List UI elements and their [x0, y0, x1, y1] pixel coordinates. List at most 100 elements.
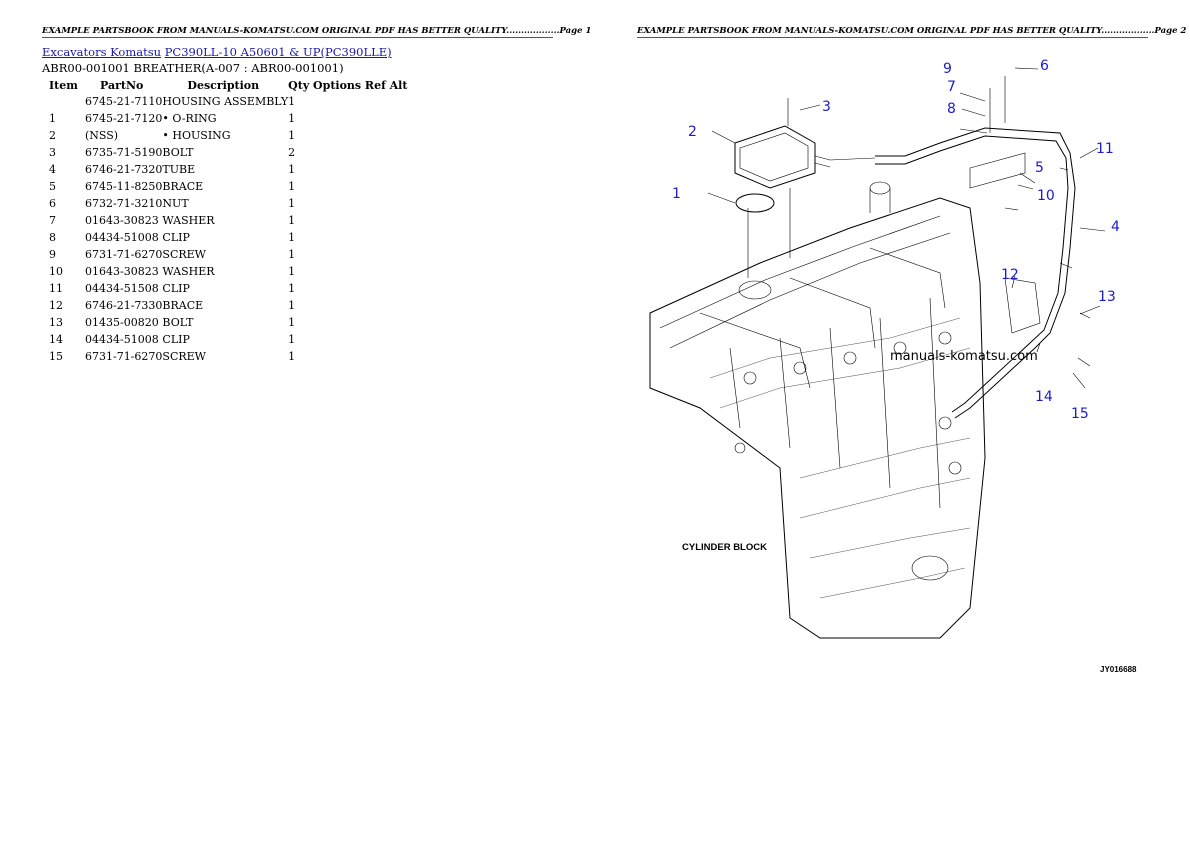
cell-partno: 01643-30823 — [85, 265, 159, 278]
callout-14: 14 — [1035, 389, 1053, 405]
cell-qty: 1 — [288, 112, 296, 125]
cell-item: 3 — [49, 146, 56, 159]
cell-item: 8 — [49, 231, 56, 244]
col-header-qty: Qty Options Ref Alt — [288, 78, 408, 92]
cell-description: CLIP — [162, 282, 190, 295]
cell-qty: 2 — [288, 146, 296, 159]
callout-4: 4 — [1111, 219, 1120, 235]
cell-item: 13 — [49, 316, 63, 329]
cell-description: CLIP — [162, 231, 190, 244]
cell-qty: 1 — [288, 282, 296, 295]
cell-partno: 6746-21-7320 — [85, 163, 163, 176]
cell-description: SCREW — [162, 248, 206, 261]
cell-item: 15 — [49, 350, 63, 363]
breadcrumb: Excavators Komatsu PC390LL-10 A50601 & U… — [42, 45, 392, 59]
watermark: manuals-komatsu.com — [890, 349, 1038, 364]
cell-item: 2 — [49, 129, 56, 142]
breather-exploded-diagram: 1 2 3 4 5 6 7 8 9 10 11 12 13 14 15 manu… — [649, 58, 1137, 674]
cell-partno: 6731-71-6270 — [85, 248, 163, 261]
callout-7: 7 — [947, 79, 956, 95]
cell-qty: 1 — [288, 231, 296, 244]
parts-table: Item PartNo Description Qty Options Ref … — [42, 77, 407, 365]
cell-description: CLIP — [162, 333, 190, 346]
cell-item — [42, 93, 85, 110]
callout-15: 15 — [1071, 406, 1089, 422]
cell-partno: 04434-51008 — [85, 333, 159, 346]
cell-partno: 6746-21-7330 — [85, 299, 163, 312]
callout-13: 13 — [1098, 289, 1116, 305]
cell-description: • HOUSING — [162, 129, 231, 142]
breather-tube-drawing — [875, 76, 1091, 419]
page2-header: EXAMPLE PARTSBOOK FROM MANUALS-KOMATSU.C… — [637, 26, 1187, 38]
cylinder-block-label: CYLINDER BLOCK — [682, 542, 767, 553]
callout-1: 1 — [672, 186, 681, 202]
cell-partno: 6745-21-7110 — [85, 95, 163, 108]
cell-partno: 04434-51008 — [85, 231, 159, 244]
cell-qty: 1 — [288, 214, 296, 227]
breadcrumb-link-excavators[interactable]: Excavators Komatsu — [42, 45, 162, 59]
cell-partno: 01643-30823 — [85, 214, 159, 227]
engine-block-drawing — [649, 181, 986, 639]
cell-qty: 1 — [288, 197, 296, 210]
cell-item: 9 — [49, 248, 56, 261]
callout-3: 3 — [822, 99, 831, 115]
cell-item: 4 — [49, 163, 56, 176]
cell-qty: 1 — [288, 316, 296, 329]
breather-housing-drawing — [734, 98, 876, 278]
cell-item: 5 — [49, 180, 56, 193]
cell-qty: 1 — [288, 333, 296, 346]
cell-partno: 6745-11-8250 — [85, 180, 163, 193]
cell-qty: 1 — [288, 163, 296, 176]
cell-item: 12 — [49, 299, 63, 312]
table-row: 2 (NSS) • HOUSING 1 — [42, 127, 407, 144]
cell-partno: 6735-71-5190 — [85, 146, 163, 159]
cell-description: BRACE — [162, 180, 204, 193]
cell-item: 10 — [49, 265, 63, 278]
cell-description: TUBE — [162, 163, 196, 176]
cell-partno: 6731-71-6270 — [85, 350, 163, 363]
callout-2: 2 — [688, 124, 697, 140]
cell-description: BRACE — [162, 299, 204, 312]
cell-description: BOLT — [162, 316, 194, 329]
cell-description: HOUSING ASSEMBLY — [162, 95, 289, 108]
figure-code: JY016688 — [1100, 665, 1137, 674]
cell-item: 7 — [49, 214, 56, 227]
col-header-partno: PartNo — [100, 78, 144, 92]
callout-6: 6 — [1040, 58, 1049, 74]
cell-qty: 1 — [288, 350, 296, 363]
cell-qty: 1 — [288, 95, 296, 108]
callout-11: 11 — [1096, 141, 1114, 157]
cell-qty: 1 — [288, 129, 296, 142]
table-header-row: Item PartNo Description Qty Options Ref … — [42, 77, 407, 93]
page1-header: EXAMPLE PARTSBOOK FROM MANUALS-KOMATSU.C… — [42, 26, 592, 38]
cell-qty: 1 — [288, 299, 296, 312]
cell-description: SCREW — [162, 350, 206, 363]
cell-partno: 6745-21-7120 — [85, 112, 163, 125]
callout-12: 12 — [1001, 267, 1019, 283]
cell-qty: 1 — [288, 180, 296, 193]
cell-partno: 01435-00820 — [85, 316, 159, 329]
callout-9: 9 — [943, 61, 952, 77]
cell-description: WASHER — [162, 265, 215, 278]
cell-item: 6 — [49, 197, 56, 210]
cell-partno: (NSS) — [85, 129, 119, 142]
breadcrumb-link-model[interactable]: PC390LL-10 A50601 & UP(PC390LLE) — [164, 45, 392, 59]
section-title: ABR00-001001 BREATHER(A-007 : ABR00-0010… — [42, 61, 344, 75]
cell-partno: 6732-71-3210 — [85, 197, 163, 210]
callout-8: 8 — [947, 101, 956, 117]
cell-description: WASHER — [162, 214, 215, 227]
leader-lines — [707, 67, 1106, 389]
